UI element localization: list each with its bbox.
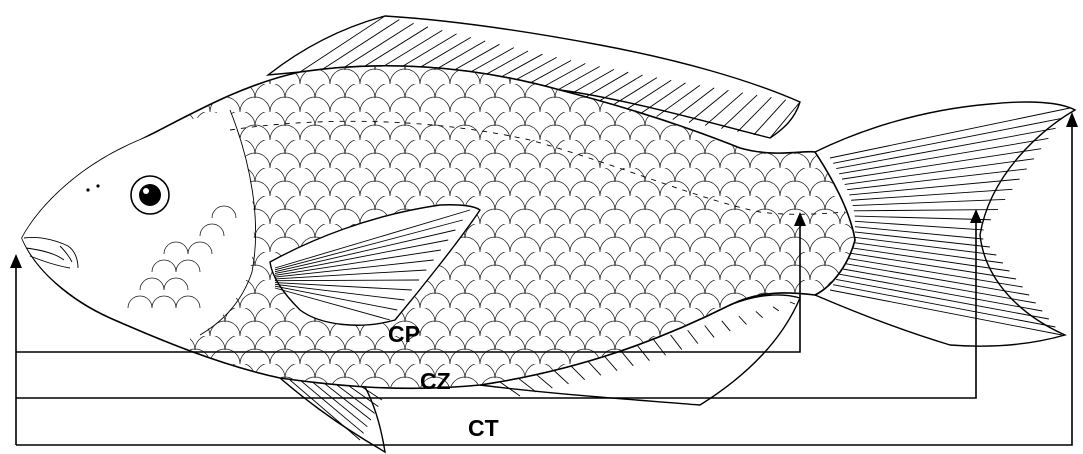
label-cz: CZ (420, 368, 451, 394)
head (22, 110, 254, 335)
label-cp: CP (388, 321, 420, 347)
label-ct: CT (468, 415, 499, 441)
caudal-fin (815, 102, 1075, 346)
pupil (139, 184, 161, 206)
snout-arrowhead (10, 254, 22, 268)
